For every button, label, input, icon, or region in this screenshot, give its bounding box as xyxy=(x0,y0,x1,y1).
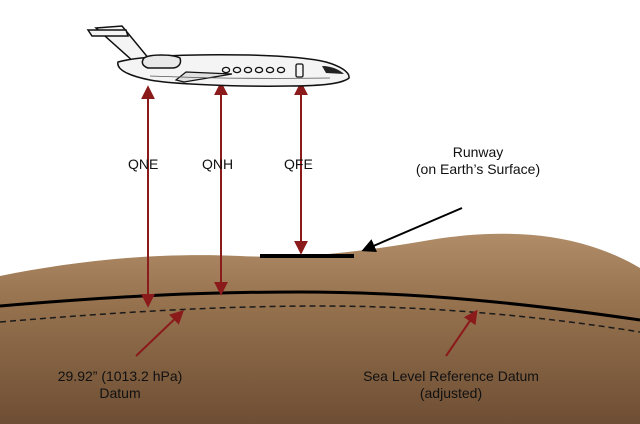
runway-label-title: Runway xyxy=(452,144,504,160)
runway-pointer-arrow xyxy=(361,207,463,253)
runway-label: Runway (on Earth’s Surface) xyxy=(400,144,556,178)
runway-bar xyxy=(260,254,354,258)
standard-datum-label-value: 29.92” (1013.2 hPa) xyxy=(57,368,183,384)
datum-pointer-arrow xyxy=(135,310,185,357)
runway-label-subtitle: (on Earth’s Surface) xyxy=(415,161,541,177)
sea-level-datum-label: Sea Level Reference Datum (adjusted) xyxy=(356,368,546,402)
standard-datum-label-name: Datum xyxy=(99,385,141,401)
sea-level-datum-label-note: (adjusted) xyxy=(419,385,483,401)
standard-datum-line xyxy=(0,290,640,322)
qfe-label: QFE xyxy=(284,156,313,172)
sea-level-datum-line xyxy=(0,305,640,333)
business-jet-icon xyxy=(86,25,350,87)
qne-label: QNE xyxy=(128,156,159,172)
qnh-label: QNH xyxy=(202,156,234,172)
sealevel-pointer-arrow xyxy=(445,309,478,357)
sea-level-datum-label-name: Sea Level Reference Datum xyxy=(363,368,539,384)
standard-datum-label: 29.92” (1013.2 hPa) Datum xyxy=(40,368,200,402)
earth-terrain xyxy=(0,233,640,424)
